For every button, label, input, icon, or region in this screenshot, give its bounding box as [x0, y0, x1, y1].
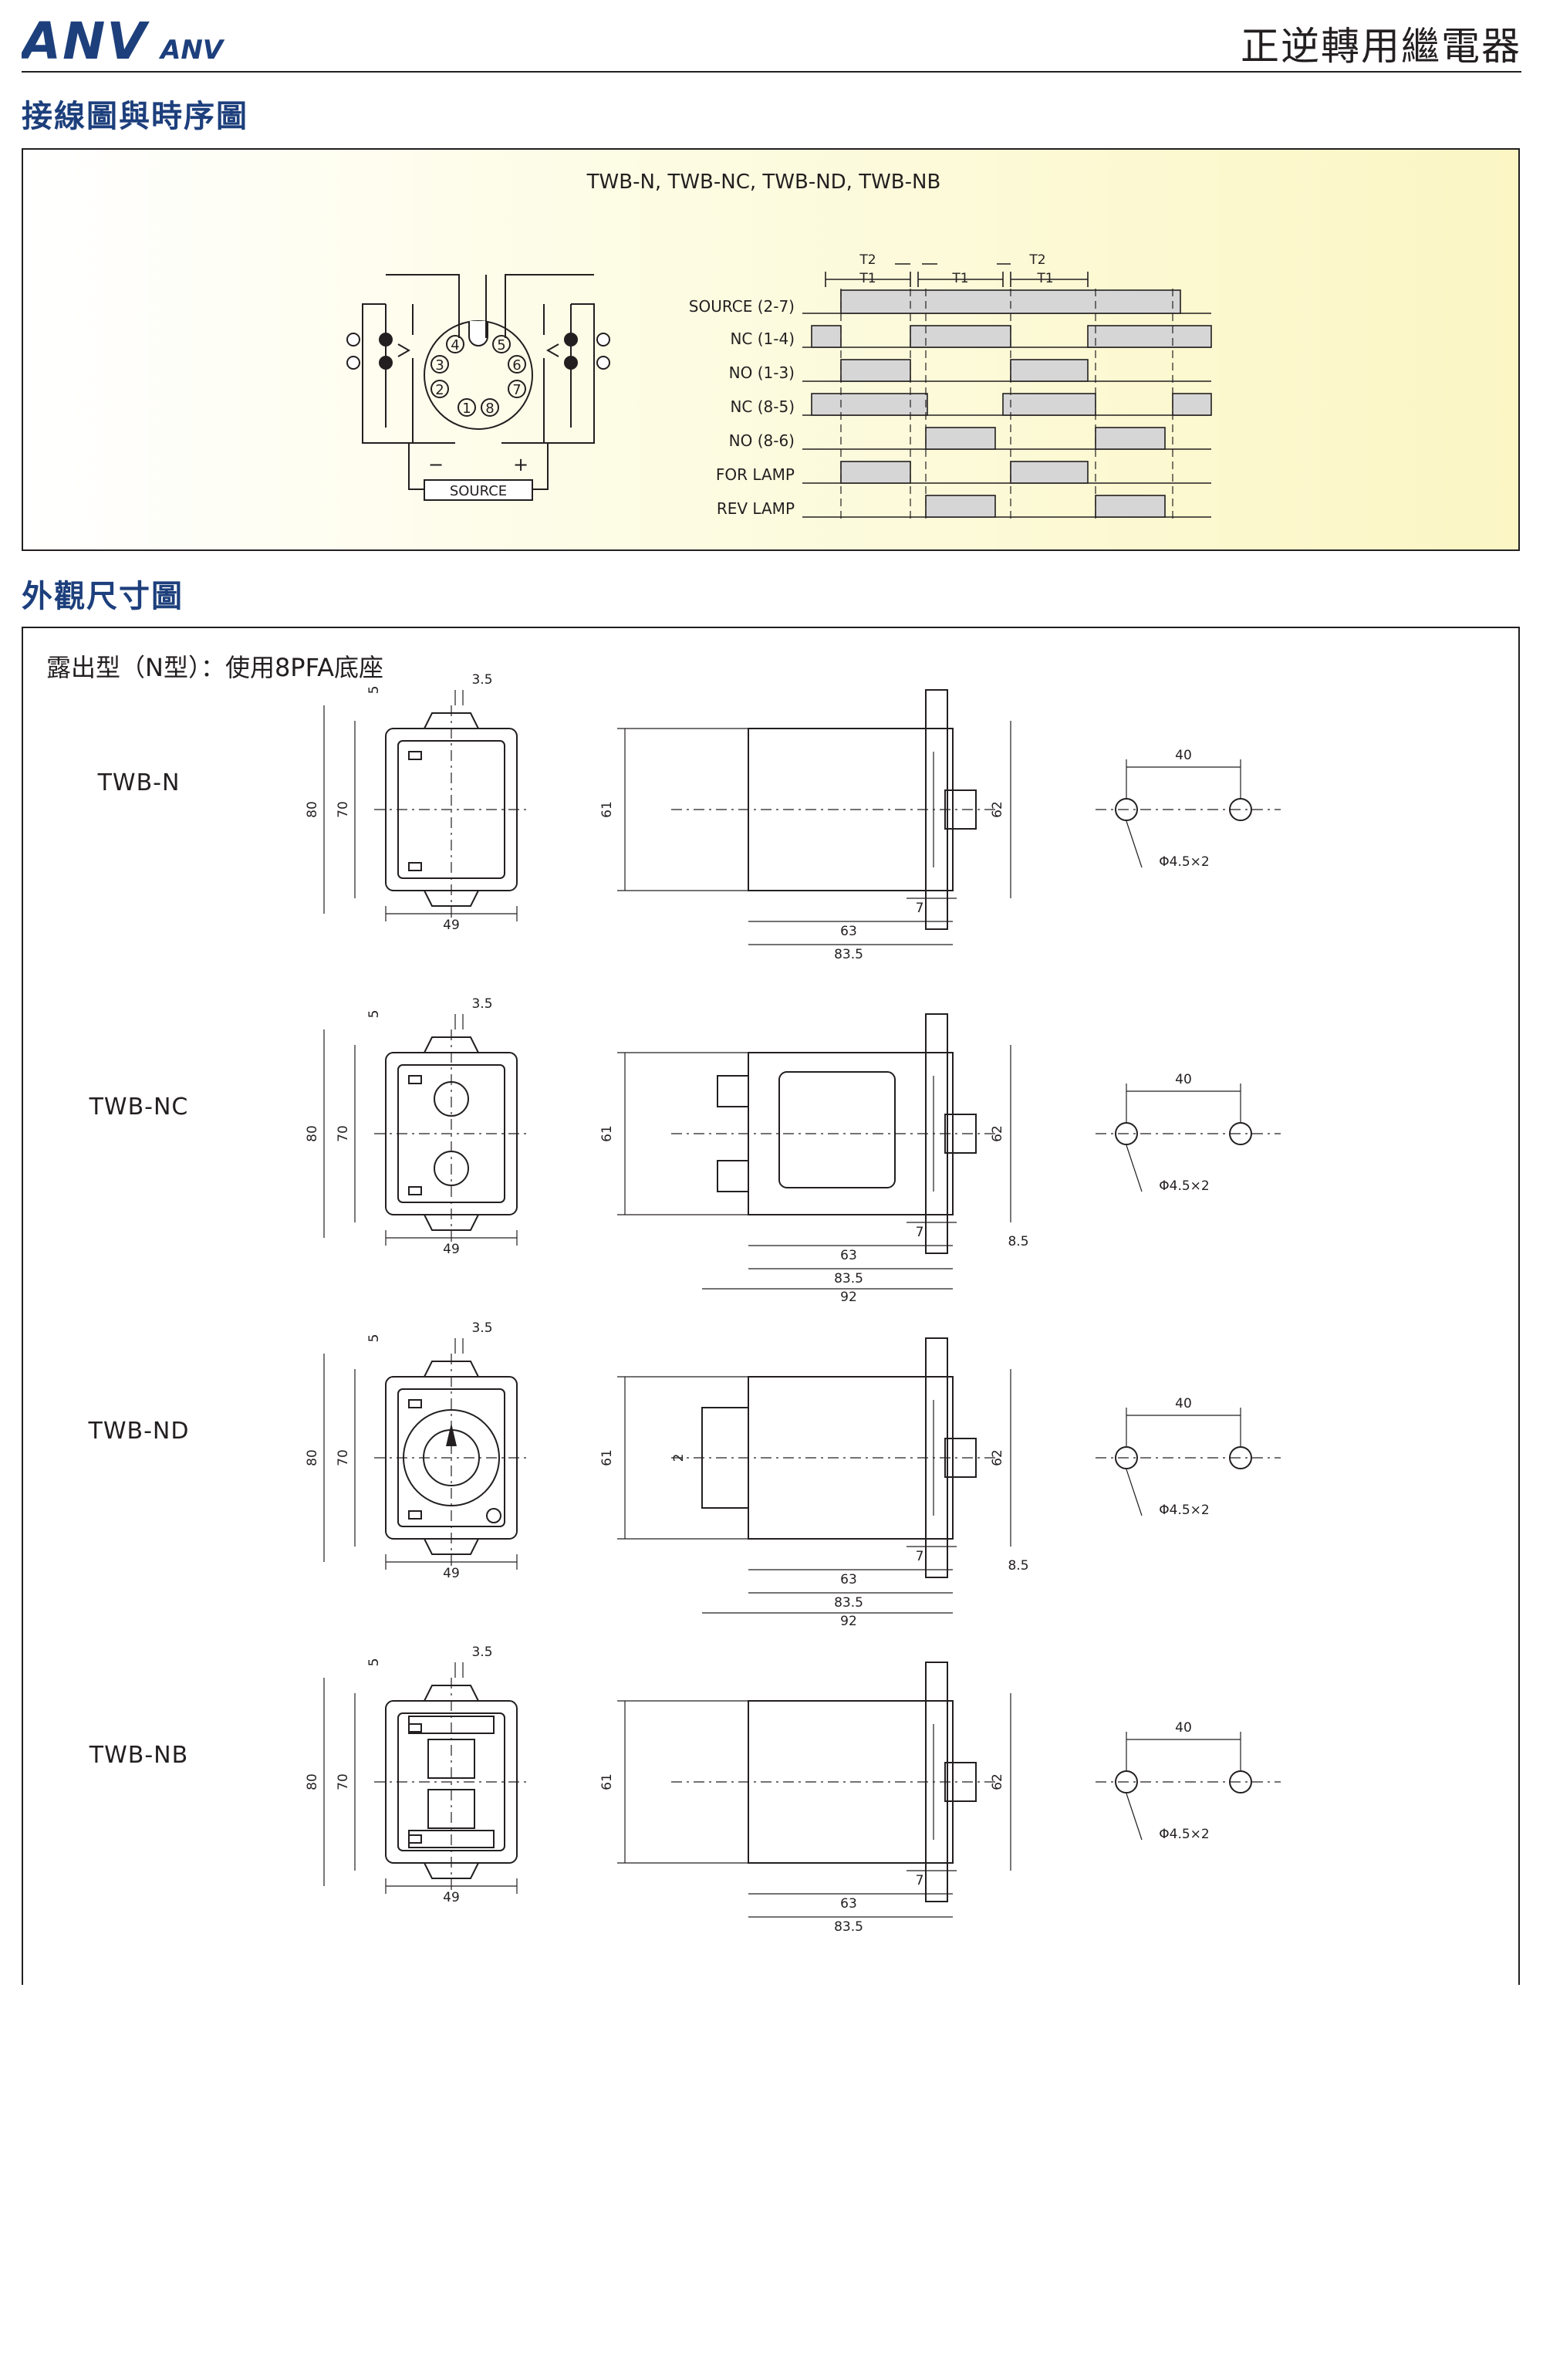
- dim-92: 92: [840, 1614, 857, 1629]
- dim-49: 49: [443, 1242, 460, 1257]
- pin-3: 3: [435, 357, 444, 374]
- dim-5: 5: [366, 1334, 382, 1343]
- dim-3-5: 3.5: [471, 672, 492, 688]
- page-header: ANV ANV 正逆轉用繼電器: [18, 11, 1521, 71]
- dim-3-5: 3.5: [471, 1320, 492, 1336]
- dim-49: 49: [443, 918, 460, 933]
- dim-92: 92: [840, 1290, 857, 1305]
- dim-40: 40: [1175, 1720, 1192, 1736]
- dim-83-5: 83.5: [834, 1595, 863, 1611]
- source-label: SOURCE: [450, 483, 507, 499]
- dim-61: 61: [599, 801, 615, 818]
- dim-80: 80: [305, 1125, 320, 1142]
- dim-70: 70: [336, 1125, 351, 1142]
- dim-40: 40: [1175, 1072, 1192, 1087]
- dim-62: 62: [990, 801, 1005, 818]
- dim-63: 63: [840, 1572, 857, 1587]
- dim-80: 80: [305, 801, 320, 818]
- pin-1: 1: [462, 401, 471, 417]
- pin-7: 7: [512, 382, 521, 398]
- dim-63: 63: [840, 1896, 857, 1912]
- model-name: TWB-NB: [89, 1742, 188, 1769]
- dim-70: 70: [336, 1773, 351, 1790]
- header-divider: [22, 71, 1521, 73]
- dim-70: 70: [336, 1449, 351, 1466]
- dim-2: 2: [671, 1454, 687, 1462]
- dim-49: 49: [443, 1566, 460, 1581]
- dim-7: 7: [916, 901, 924, 916]
- timing-row-source: SOURCE (2-7): [689, 297, 795, 316]
- t1-label-b: T1: [951, 271, 968, 286]
- timing-row-nc85: NC (8-5): [730, 397, 795, 416]
- dim-61: 61: [599, 1449, 615, 1466]
- timing-row-revlamp: REV LAMP: [717, 499, 795, 518]
- dim-8-5: 8.5: [1008, 1558, 1028, 1574]
- model-list: TWB-N, TWB-NC, TWB-ND, TWB-NB: [586, 171, 941, 194]
- dim-83-5: 83.5: [834, 1919, 863, 1935]
- pin-6: 6: [512, 357, 521, 374]
- timing-chart: T2 T1 T1 T2 T1 SOURCE (2-7) NC (1-4) NO …: [689, 252, 1212, 520]
- dim-70: 70: [336, 801, 351, 818]
- model-name: TWB-N: [97, 769, 181, 796]
- dim-61: 61: [599, 1773, 615, 1790]
- timing-row-no13: NO (1-3): [729, 363, 795, 382]
- dim-80: 80: [305, 1773, 320, 1790]
- dim-62: 62: [990, 1125, 1005, 1142]
- pin-5: 5: [497, 337, 505, 353]
- pin-4: 4: [451, 337, 459, 353]
- dim-5: 5: [366, 1658, 382, 1667]
- wiring-section-title: 接線圖與時序圖: [22, 99, 248, 134]
- dim-7: 7: [916, 1549, 924, 1564]
- wiring-timing-panel: TWB-N, TWB-NC, TWB-ND, TWB-NB: [22, 148, 1520, 551]
- model-block-twb-nd: TWB-ND 80 70 49 3.5 5 61 62 63 83.5 7 92 8.5 2 40Φ4.5×…: [88, 1320, 1281, 1629]
- mount-hole-spec: Φ4.5×2: [1159, 1827, 1209, 1842]
- dim-62: 62: [990, 1449, 1005, 1466]
- pin-2: 2: [435, 382, 444, 398]
- dim-7: 7: [916, 1873, 924, 1888]
- t2-label-b: T2: [1028, 252, 1045, 268]
- document-title: 正逆轉用繼電器: [1241, 24, 1521, 69]
- model-name: TWB-ND: [88, 1418, 190, 1445]
- dim-5: 5: [366, 686, 382, 695]
- dimensions-panel: 露出型（N型）：使用8PFA底座 TWB-N 80 70 49 3.5 5 61 62 63 83…: [22, 627, 1520, 1985]
- dim-62: 62: [990, 1773, 1005, 1790]
- dim-3-5: 3.5: [471, 1645, 492, 1660]
- dim-5: 5: [366, 1010, 382, 1019]
- mount-hole-spec: Φ4.5×2: [1159, 1178, 1209, 1194]
- dims-subtitle: 露出型（N型）：使用8PFA底座: [46, 653, 383, 682]
- dim-63: 63: [840, 1248, 857, 1263]
- dim-40: 40: [1175, 748, 1192, 763]
- dim-3-5: 3.5: [471, 996, 492, 1012]
- dimensions-section-title: 外觀尺寸圖: [22, 579, 184, 614]
- svg-text:ANV: ANV: [158, 35, 225, 65]
- mount-hole-spec: Φ4.5×2: [1159, 1503, 1209, 1518]
- dim-8-5: 8.5: [1008, 1234, 1028, 1249]
- dim-61: 61: [599, 1125, 615, 1142]
- dim-63: 63: [840, 924, 857, 939]
- t1-label-c: T1: [1036, 271, 1053, 286]
- wiring-diagram: [346, 274, 610, 501]
- dim-83-5: 83.5: [834, 947, 863, 962]
- anv-logo: ANV ANV: [18, 12, 284, 71]
- t1-label-a: T1: [859, 271, 876, 286]
- dim-83-5: 83.5: [834, 1271, 863, 1286]
- model-name: TWB-NC: [89, 1094, 189, 1121]
- dim-7: 7: [916, 1225, 924, 1240]
- plus-sign: +: [513, 454, 528, 475]
- timing-row-forlamp: FOR LAMP: [716, 465, 795, 484]
- timing-row-nc14: NC (1-4): [730, 330, 795, 348]
- dim-80: 80: [305, 1449, 320, 1466]
- mount-hole-spec: Φ4.5×2: [1159, 854, 1209, 870]
- pin-8: 8: [485, 401, 494, 417]
- timing-row-no86: NO (8-6): [729, 431, 795, 450]
- dim-40: 40: [1175, 1396, 1192, 1411]
- t2-label-a: T2: [859, 252, 876, 268]
- dim-49: 49: [443, 1890, 460, 1905]
- svg-text:ANV: ANV: [22, 15, 150, 65]
- minus-sign: −: [428, 454, 444, 475]
